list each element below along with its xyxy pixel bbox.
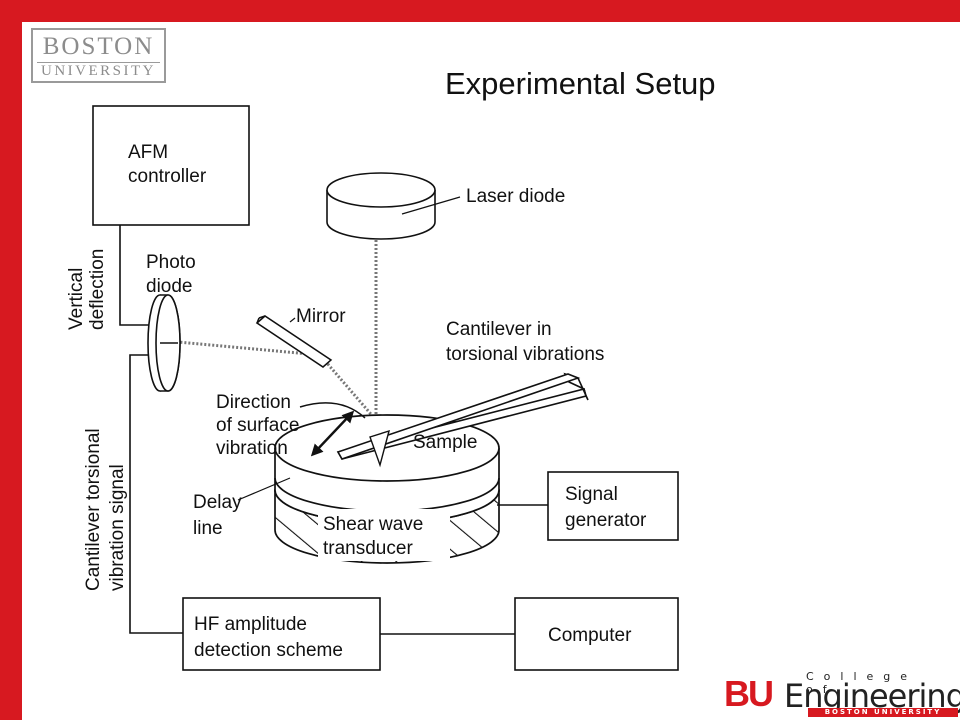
sample-label: Sample (413, 432, 477, 453)
slide-title: Experimental Setup (445, 66, 716, 101)
vibration-arc (299, 402, 366, 419)
engineering-logo-bu: BU (724, 673, 774, 714)
vertical-deflection-label: Verticaldeflection (66, 249, 108, 330)
logo-line-2: UNIVERSITY (37, 62, 160, 79)
mirror-label: Mirror (296, 306, 346, 327)
signal-wires (119, 225, 548, 635)
slide-frame-top (0, 0, 960, 22)
photo-diode (147, 294, 181, 392)
signal-generator-box (547, 471, 679, 541)
laser-diode-leader (401, 196, 461, 215)
delay-line-label-bg (190, 490, 240, 540)
laser-diode-label: Laser diode (466, 186, 565, 207)
bu-engineering-logo: BU College of Engineering BOSTON UNIVERS… (724, 670, 960, 718)
transducer-label-bg (318, 509, 450, 561)
cantilever-tip (369, 429, 391, 468)
mirror-leader (289, 317, 296, 323)
slide-frame-left (0, 0, 22, 720)
logo-line-1: BOSTON (42, 33, 155, 60)
surface-vibration-arrow (310, 410, 355, 457)
engineering-logo-university: BOSTON UNIVERSITY (808, 708, 958, 717)
engineering-logo-college-of: College of (806, 670, 918, 696)
laser-diode (326, 172, 436, 240)
cantilever (336, 372, 589, 460)
afm-controller-box (92, 105, 250, 226)
computer-label: Computer (548, 625, 632, 646)
computer-box (514, 597, 679, 671)
mirror (255, 315, 333, 368)
hf-detection-box (182, 597, 381, 671)
delay-line-leader (237, 477, 291, 501)
boston-university-logo: BOSTON UNIVERSITY (31, 28, 166, 83)
